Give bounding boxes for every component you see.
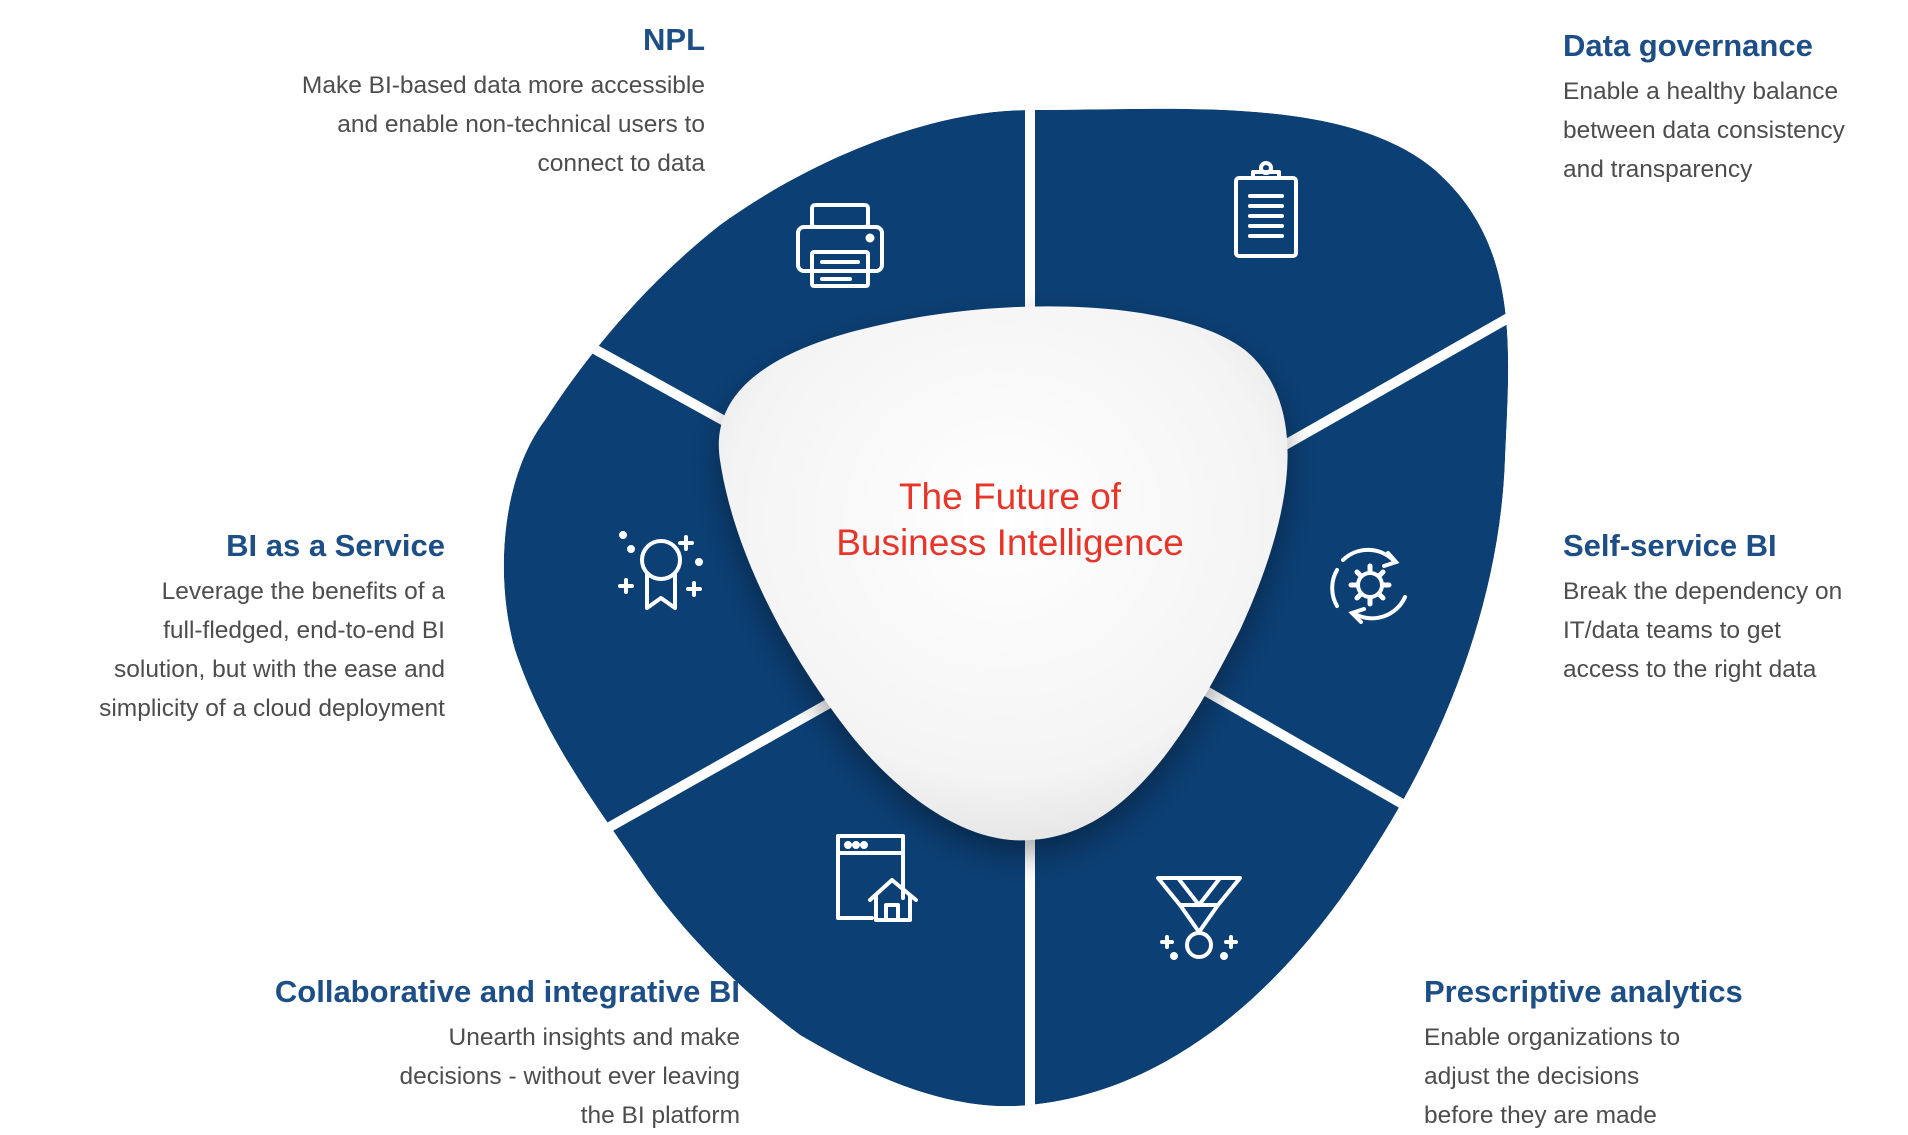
label-bi-as-a-service-line-3: solution, but with the ease and	[114, 656, 445, 683]
label-data-governance: Data governance Enable a healthy balance…	[1563, 26, 1908, 189]
label-data-governance-line-1: Enable a healthy balance	[1563, 78, 1839, 105]
label-npl-line-2: and enable non-technical users to	[337, 111, 705, 138]
label-prescriptive-analytics-line-3: before they are made	[1424, 1102, 1657, 1129]
label-data-governance-line-2: between data consistency	[1563, 117, 1845, 144]
label-npl-desc: Make BI-based data more accessible and e…	[150, 66, 705, 183]
label-bi-as-a-service-line-2: full-fledged, end-to-end BI	[163, 617, 445, 644]
label-self-service-bi-line-1: Break the dependency on	[1563, 578, 1843, 605]
label-self-service-bi-desc: Break the dependency on IT/data teams to…	[1563, 572, 1908, 689]
label-bi-as-a-service-title: BI as a Service	[226, 528, 445, 563]
label-bi-as-a-service-line-4: simplicity of a cloud deployment	[99, 695, 445, 722]
medal-icon	[1156, 876, 1242, 960]
label-bi-as-a-service: BI as a Service Leverage the benefits of…	[10, 526, 445, 728]
center-title-line-1: The Future of	[898, 476, 1122, 517]
gear-cycle-icon	[1330, 547, 1407, 624]
label-collaborative-bi-line-1: Unearth insights and make	[448, 1024, 740, 1051]
printer-icon	[796, 203, 884, 288]
label-self-service-bi-line-3: access to the right data	[1563, 656, 1817, 683]
clipboard-icon	[1234, 161, 1298, 258]
label-data-governance-title: Data governance	[1563, 28, 1813, 63]
label-bi-as-a-service-desc: Leverage the benefits of a full-fledged,…	[10, 572, 445, 728]
label-collaborative-bi-desc: Unearth insights and make decisions - wi…	[180, 1018, 740, 1135]
center-title: The Future of Business Intelligence	[760, 474, 1260, 566]
label-prescriptive-analytics-title: Prescriptive analytics	[1424, 974, 1743, 1009]
label-npl: NPL Make BI-based data more accessible a…	[150, 20, 705, 183]
label-npl-line-3: connect to data	[537, 150, 705, 177]
label-collaborative-bi-line-3: the BI platform	[580, 1102, 740, 1129]
label-self-service-bi-line-2: IT/data teams to get	[1563, 617, 1781, 644]
label-prescriptive-analytics-line-1: Enable organizations to	[1424, 1024, 1681, 1051]
label-collaborative-bi-line-2: decisions - without ever leaving	[399, 1063, 740, 1090]
label-self-service-bi-title: Self-service BI	[1563, 528, 1777, 563]
label-prescriptive-analytics-line-2: adjust the decisions	[1424, 1063, 1640, 1090]
label-collaborative-bi: Collaborative and integrative BI Unearth…	[180, 972, 740, 1135]
label-npl-line-1: Make BI-based data more accessible	[301, 72, 705, 99]
label-self-service-bi: Self-service BI Break the dependency on …	[1563, 526, 1908, 689]
label-data-governance-line-3: and transparency	[1563, 156, 1753, 183]
label-collaborative-bi-title: Collaborative and integrative BI	[274, 974, 740, 1009]
label-prescriptive-analytics: Prescriptive analytics Enable organizati…	[1424, 972, 1864, 1135]
label-data-governance-desc: Enable a healthy balance between data co…	[1563, 72, 1908, 189]
label-bi-as-a-service-line-1: Leverage the benefits of a	[161, 578, 445, 605]
label-prescriptive-analytics-desc: Enable organizations to adjust the decis…	[1424, 1018, 1864, 1135]
label-npl-title: NPL	[643, 22, 705, 57]
center-shape	[718, 306, 1288, 841]
browser-home-icon	[836, 834, 918, 922]
award-ribbon-icon	[618, 531, 703, 610]
center-title-line-2: Business Intelligence	[836, 522, 1184, 563]
